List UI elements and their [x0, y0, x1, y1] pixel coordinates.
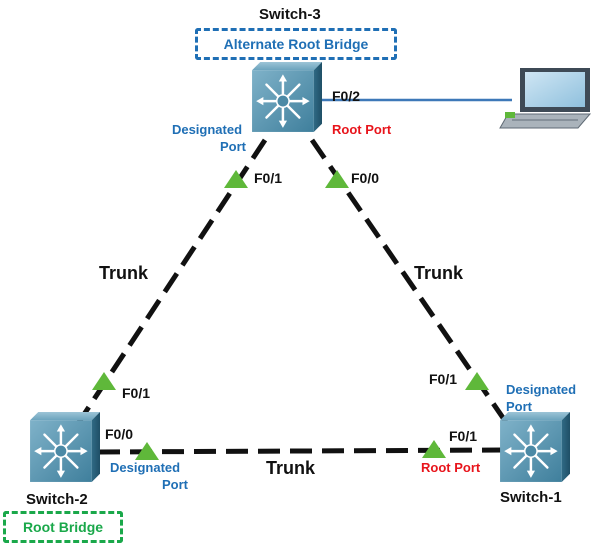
switch-2-icon: [28, 412, 100, 484]
switch-1-port-f01-upper: F0/1: [429, 371, 458, 387]
switch-3-icon: [250, 62, 322, 134]
trunk-label-bottom: Trunk: [266, 458, 316, 478]
switch-1-root-port-label: Root Port: [421, 460, 481, 475]
switch-2-port-f01: F0/1: [122, 385, 151, 401]
port-state-triangle-icon: [135, 442, 159, 460]
switch-3-root-port-label: Root Port: [332, 122, 392, 137]
trunk-link-left: [72, 138, 268, 430]
switch-3-port-f01: F0/1: [254, 170, 283, 186]
port-state-triangle-icon: [92, 372, 116, 390]
port-state-triangle-icon: [465, 372, 489, 390]
root-bridge-badge: Root Bridge: [3, 511, 123, 543]
alternate-root-bridge-badge: Alternate Root Bridge: [195, 28, 397, 60]
port-state-triangle-icon: [422, 440, 446, 458]
switch-1-port-f01-lower: F0/1: [449, 428, 478, 444]
switch-2-name: Switch-2: [26, 491, 88, 508]
switch-1-icon: [498, 412, 570, 484]
switch-1-name: Switch-1: [500, 489, 562, 506]
switch-3-designated-port-label: Designated Port: [171, 122, 246, 154]
laptop-icon: [499, 68, 592, 129]
trunk-link-bottom: [97, 447, 506, 455]
port-state-triangle-icon: [224, 170, 248, 188]
switch-3-port-f02: F0/2: [332, 88, 361, 104]
switch-1-designated-port-label: Designated Port: [506, 382, 577, 414]
port-state-triangle-icon: [325, 170, 349, 188]
switch-2-designated-port-label: Designated Port: [110, 460, 188, 492]
switch-3-name: Switch-3: [259, 6, 321, 23]
switch-2-port-f00: F0/0: [105, 426, 134, 442]
trunk-label-right: Trunk: [414, 263, 464, 283]
switch-3-port-f00: F0/0: [351, 170, 380, 186]
trunk-label-left: Trunk: [99, 263, 149, 283]
